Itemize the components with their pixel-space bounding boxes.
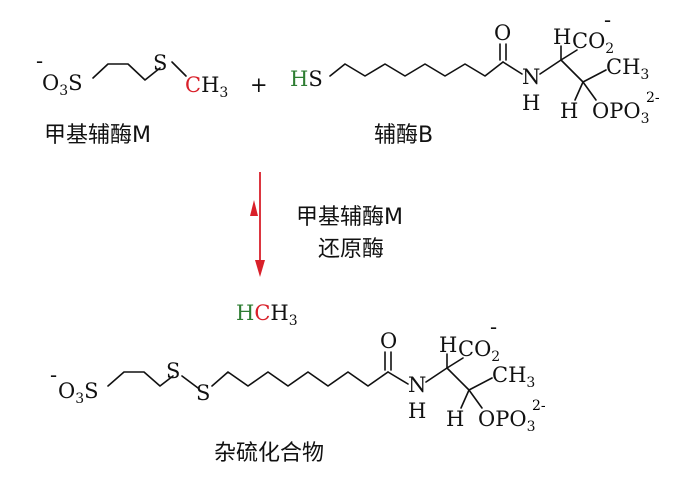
carbonyl-oxygen: O — [494, 21, 511, 45]
heptanoyl-chain — [329, 61, 504, 77]
enzyme-label-line2: 还原酶 — [318, 237, 384, 262]
methane-product: HCH3 — [236, 301, 298, 329]
bottom-n-calpha-bond — [425, 367, 448, 383]
bottom-beta-hydrogen: H — [446, 407, 464, 431]
plus-sign: + — [250, 73, 268, 97]
bottom-calpha-cbeta-bond — [446, 367, 470, 391]
bottom-cbeta-methyl-bond — [468, 377, 493, 391]
bottom-phosphate-group: OPO3 — [478, 407, 535, 435]
beta-hydrogen: H — [560, 99, 578, 123]
methyl-coenzyme-m-structure: - O3S S CH3 甲基辅酶M — [36, 49, 228, 148]
disulfide-sulfur-1: S — [166, 359, 180, 383]
bottom-sulfonate-group: O3S — [58, 379, 99, 407]
alpha-hydrogen: H — [553, 25, 571, 49]
thioether-sulfur: S — [153, 51, 167, 75]
bottom-phosphate-charge: 2- — [532, 398, 546, 414]
carbonyl-double-bond — [499, 43, 507, 61]
coenzyme-b-label: 辅酶B — [374, 123, 433, 148]
bottom-cbeta-h-bond — [460, 389, 470, 409]
bottom-alpha-hydrogen: H — [439, 333, 457, 357]
bottom-cbeta-phosphate-bond — [468, 389, 483, 409]
phosphate-group: OPO3 — [592, 99, 649, 127]
s-methyl-bond — [171, 61, 187, 77]
sulfonate-group: O3S — [42, 71, 83, 99]
amide-bond — [502, 61, 523, 75]
methyl-group: CH3 — [185, 73, 228, 101]
down-arrowhead-icon — [255, 260, 265, 277]
bottom-carboxylate-bond — [446, 357, 464, 369]
calpha-cbeta-bond — [560, 59, 584, 83]
bottom-carboxylate-charge: - — [490, 315, 497, 339]
coenzyme-b-structure: HS O N H H CO2 - CH3 H OPO3 2- 辅酶B — [290, 8, 660, 148]
bottom-sulfonate-charge: - — [50, 363, 57, 387]
beta-methyl-group: CH3 — [606, 55, 649, 83]
heterodisulfide-label: 杂硫化合物 — [214, 441, 324, 466]
bottom-ethylene-chain — [107, 371, 174, 387]
bottom-amide-bond — [387, 371, 409, 385]
bottom-carboxylate-group: CO2 — [458, 337, 500, 365]
ethylene-chain — [92, 63, 161, 81]
heterodisulfide-structure: - O3S S S O N H H CO2 - CH3 H OPO3 2- 杂硫… — [50, 315, 546, 466]
thiol-group: HS — [290, 67, 323, 91]
cbeta-methyl-bond — [582, 69, 607, 83]
bottom-heptanoyl-chain — [211, 371, 389, 387]
forward-arrowhead-icon — [250, 200, 258, 216]
bottom-carbonyl-double-bond — [384, 351, 392, 371]
bottom-amide-hydrogen: H — [408, 399, 426, 423]
enzyme-label-line1: 甲基辅酶M — [296, 205, 403, 230]
carboxylate-bond — [560, 49, 578, 61]
equilibrium-arrows — [250, 172, 265, 277]
cbeta-phosphate-bond — [582, 81, 597, 101]
cbeta-h-bond — [574, 81, 584, 101]
disulfide-bond — [181, 375, 199, 389]
bottom-amide-nitrogen: N — [408, 373, 426, 397]
disulfide-sulfur-2: S — [196, 381, 210, 405]
amide-hydrogen: H — [522, 91, 540, 115]
phosphate-charge: 2- — [646, 90, 660, 106]
bottom-carbonyl-oxygen: O — [380, 329, 397, 353]
bottom-beta-methyl-group: CH3 — [492, 363, 535, 391]
sulfonate-charge: - — [36, 49, 43, 73]
methyl-coenzyme-m-label: 甲基辅酶M — [44, 123, 151, 148]
n-calpha-bond — [539, 59, 562, 75]
carboxylate-group: CO2 — [572, 29, 614, 57]
amide-nitrogen: N — [522, 65, 540, 89]
carboxylate-charge: - — [604, 8, 611, 32]
